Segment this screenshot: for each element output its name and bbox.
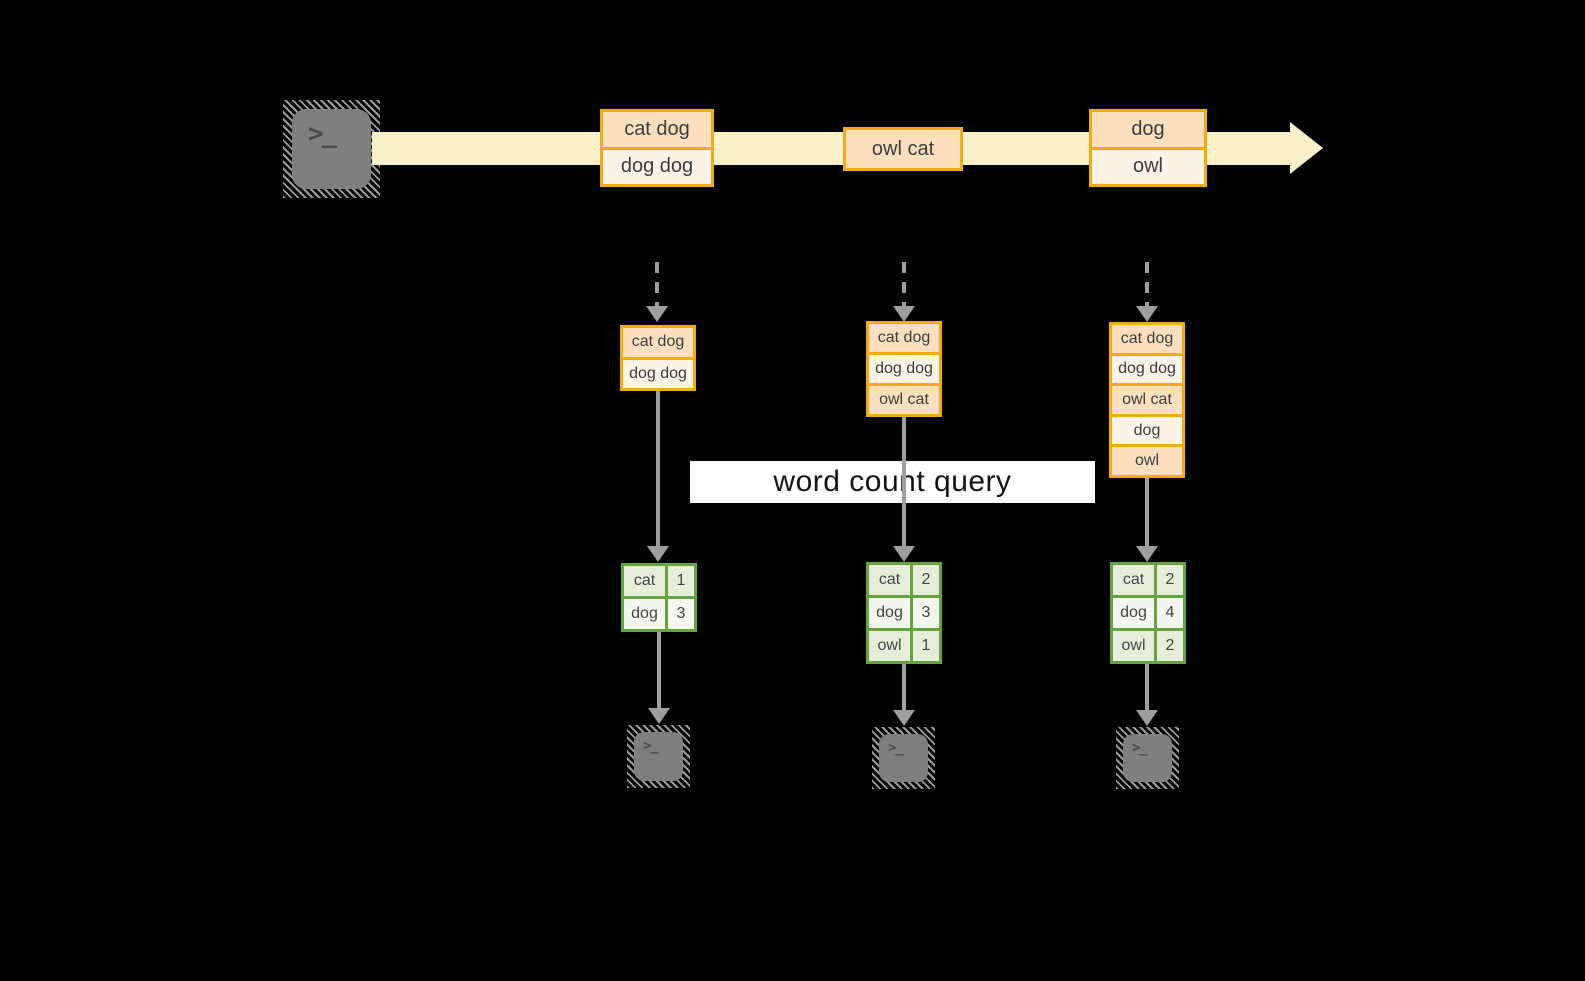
terminal-prompt-glyph: >_ [308, 119, 337, 149]
count-cell: 1 [668, 566, 694, 596]
word-cell: dog [1113, 598, 1154, 628]
sink-terminal-icon: >_ [1116, 727, 1179, 789]
dashed-arrow [902, 262, 906, 308]
query-arrow-head [647, 546, 669, 562]
sink-terminal-icon: >_ [627, 725, 690, 788]
query-arrow-head [1136, 546, 1158, 562]
buffer-record: owl cat [1112, 383, 1182, 414]
sink-terminal-icon: >_ [872, 727, 935, 789]
count-cell: 2 [1157, 565, 1183, 595]
result-table: cat 1 dog 3 [621, 563, 697, 632]
sink-arrow-head [893, 710, 915, 726]
source-terminal-icon: >_ [283, 100, 380, 198]
buffer-record: cat dog [1112, 325, 1182, 353]
buffer-record: dog dog [623, 356, 693, 388]
word-cell: cat [1113, 565, 1154, 595]
dashed-arrow-head [1136, 306, 1158, 322]
buffer-record: cat dog [869, 324, 939, 352]
word-cell: cat [869, 565, 910, 595]
result-table: cat 2 dog 3 owl 1 [866, 562, 942, 664]
buffer-record: cat dog [623, 328, 693, 357]
query-label: word count query [690, 461, 1095, 503]
result-table: cat 2 dog 4 owl 2 [1110, 562, 1186, 664]
count-cell: 1 [913, 631, 939, 661]
buffer-record: dog dog [869, 352, 939, 383]
terminal-icon-body: >_ [879, 734, 928, 782]
sink-arrow [1145, 664, 1149, 710]
terminal-prompt-glyph: >_ [888, 740, 904, 756]
count-cell: 3 [913, 598, 939, 628]
dashed-arrow [1145, 262, 1149, 308]
word-cell: cat [624, 566, 665, 596]
count-cell: 3 [668, 599, 694, 629]
word-cell: owl [1113, 631, 1154, 661]
terminal-prompt-glyph: >_ [1132, 740, 1148, 756]
count-cell: 2 [1157, 631, 1183, 661]
buffer-record: dog [1112, 413, 1182, 445]
sink-arrow [657, 632, 661, 708]
buffer-record: owl cat [869, 383, 939, 414]
stream-arrow-head [1290, 122, 1323, 174]
stream-record: cat dog [603, 112, 711, 147]
terminal-prompt-glyph: >_ [643, 738, 659, 754]
terminal-icon-body: >_ [1123, 734, 1172, 782]
query-arrow [656, 391, 660, 546]
sink-arrow-head [1136, 710, 1158, 726]
stream-record: owl [1092, 146, 1204, 184]
sink-arrow-head [648, 708, 670, 724]
dashed-arrow [655, 262, 659, 308]
record-buffer-box: cat dog dog dog [620, 325, 696, 391]
buffer-record: dog dog [1112, 352, 1182, 384]
stream-event-box: owl cat [843, 127, 963, 171]
query-arrow [1145, 478, 1149, 546]
stream-record: owl cat [846, 130, 960, 168]
terminal-icon-body: >_ [634, 732, 683, 781]
record-buffer-box: cat dog dog dog owl cat [866, 321, 942, 417]
stream-event-box: cat dog dog dog [600, 109, 714, 187]
terminal-icon-body: >_ [292, 109, 371, 189]
count-cell: 2 [913, 565, 939, 595]
word-cell: dog [869, 598, 910, 628]
dashed-arrow-head [646, 306, 668, 322]
sink-arrow [902, 664, 906, 710]
word-cell: owl [869, 631, 910, 661]
record-buffer-box: cat dog dog dog owl cat dog owl [1109, 322, 1185, 478]
count-cell: 4 [1157, 598, 1183, 628]
query-arrow-head [893, 546, 915, 562]
stream-record: dog [1092, 112, 1204, 147]
stream-event-box: dog owl [1089, 109, 1207, 187]
query-arrow [902, 417, 906, 546]
buffer-record: owl [1112, 444, 1182, 475]
dashed-arrow-head [893, 306, 915, 322]
word-cell: dog [624, 599, 665, 629]
stream-record: dog dog [603, 146, 711, 184]
